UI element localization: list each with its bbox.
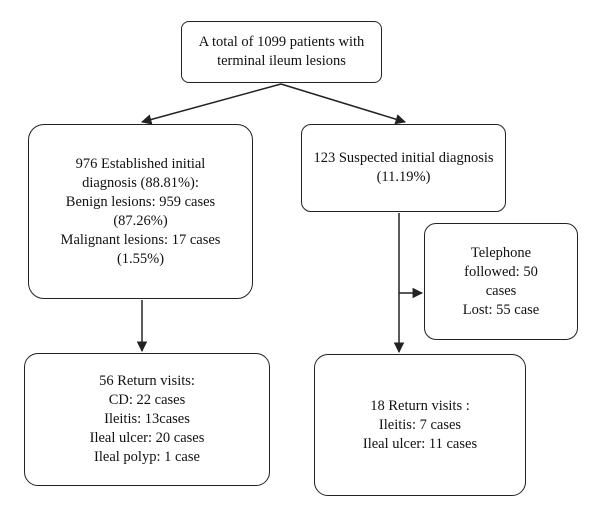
node-return-left-line-1: 56 Return visits: xyxy=(99,373,195,389)
node-return-visits-suspected: 18 Return visits : Ileitis: 7 cases Ilea… xyxy=(314,354,526,496)
node-telephone-line-3: cases xyxy=(485,282,517,299)
node-established-line-1: 976 Established initial xyxy=(75,155,206,172)
node-return-right-line-2: Ileitis: 7 cases xyxy=(378,416,462,433)
node-return-left-line-4: Ileal ulcer: 20 cases xyxy=(89,430,205,446)
node-total-patients: A total of 1099 patients with terminal i… xyxy=(181,21,382,83)
node-return-left-line-3: Ileitis: 13cases xyxy=(104,411,190,427)
node-established-line-3: Benign lesions: 959 cases xyxy=(65,193,216,210)
node-established-line-6: (1.55%) xyxy=(116,250,165,267)
node-telephone-line-4: Lost: 55 case xyxy=(462,301,540,318)
node-return-right-line-1: 18 Return visits : xyxy=(370,397,470,414)
node-established-diagnosis: 976 Established initial diagnosis (88.81… xyxy=(28,124,253,299)
node-established-line-4: (87.26%) xyxy=(113,212,168,229)
node-suspected-diagnosis: 123 Suspected initial diagnosis (11.19%) xyxy=(301,124,506,212)
arrow-total-to-suspected xyxy=(280,83,407,125)
node-return-right-line-3: Ileal ulcer: 11 cases xyxy=(362,435,478,452)
node-return-visits-established: 56 Return visits: CD: 22 cases Ileitis: … xyxy=(24,353,270,486)
node-established-line-5: Malignant lesions: 17 cases xyxy=(60,231,221,248)
node-established-line-2: diagnosis (88.81%): xyxy=(82,174,199,191)
node-telephone-line-2: followed: 50 xyxy=(464,263,538,280)
node-total-line-2: terminal ileum lesions xyxy=(217,53,346,69)
node-telephone-followup: Telephone followed: 50 cases Lost: 55 ca… xyxy=(424,223,578,340)
node-return-left-line-2: CD: 22 cases xyxy=(108,392,186,408)
arrow-total-to-established xyxy=(140,83,282,125)
node-return-left-line-5: Ileal polyp: 1 case xyxy=(94,449,200,465)
node-suspected-line-1: 123 Suspected initial diagnosis xyxy=(313,150,494,166)
node-total-line-1: A total of 1099 patients with xyxy=(198,34,365,50)
node-telephone-line-1: Telephone xyxy=(470,244,532,261)
node-suspected-line-2: (11.19%) xyxy=(376,169,431,185)
